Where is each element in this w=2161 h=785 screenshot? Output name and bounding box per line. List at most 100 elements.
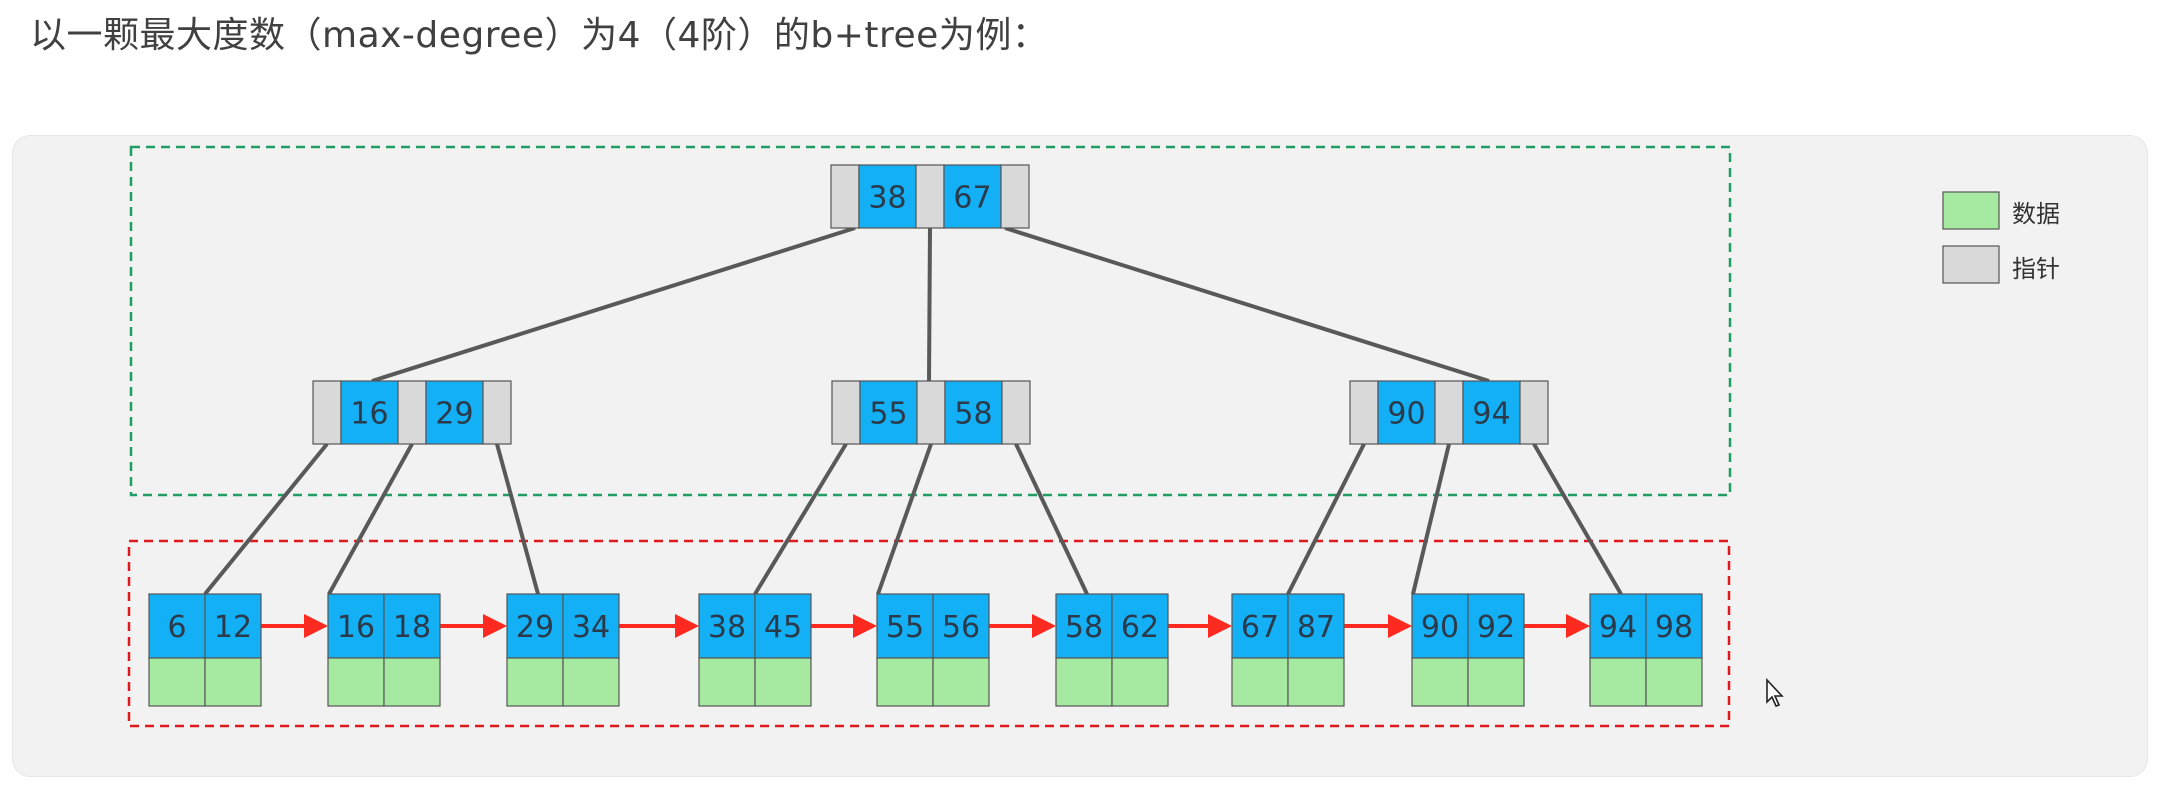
- key-cell: [1111, 593, 1169, 659]
- data-cell: [1287, 657, 1345, 707]
- key-cell: [204, 593, 262, 659]
- key-label: 90: [1421, 610, 1459, 645]
- key-label: 90: [1387, 397, 1425, 432]
- tree-edge: [1411, 443, 1451, 595]
- tree-edge: [753, 442, 848, 596]
- data-cell: [562, 657, 620, 707]
- key-label: 58: [1065, 610, 1103, 645]
- legend-pointer-label: 指针: [2012, 255, 2060, 283]
- key-cell: [858, 164, 917, 229]
- pointer-cell: [312, 380, 342, 445]
- data-cell: [698, 657, 756, 707]
- key-cell: [340, 380, 399, 445]
- pointer-cell: [915, 164, 945, 229]
- key-label: 67: [953, 181, 991, 216]
- key-label: 58: [954, 397, 992, 432]
- tree-edge: [495, 443, 540, 595]
- key-cell: [1287, 593, 1345, 659]
- leaf-node-boundary: [127, 539, 1731, 728]
- root-node: 38 67: [830, 164, 1030, 229]
- key-label: 29: [435, 397, 473, 432]
- pointer-cell: [1349, 380, 1379, 445]
- data-cell: [1055, 657, 1113, 707]
- key-label: 55: [869, 397, 907, 432]
- leaf-node: 90 92: [1411, 593, 1525, 707]
- tree-edge: [203, 442, 329, 596]
- key-cell: [383, 593, 441, 659]
- leaf-node: 94 98: [1589, 593, 1703, 707]
- tree-edge: [327, 443, 414, 595]
- key-label: 18: [393, 610, 431, 645]
- key-label: 92: [1477, 610, 1515, 645]
- tree-edge: [1014, 443, 1089, 595]
- tree-edge: [1286, 443, 1366, 595]
- data-cell: [1467, 657, 1525, 707]
- data-cell: [506, 657, 564, 707]
- leaf-node: 38 45: [698, 593, 812, 707]
- key-label: 45: [764, 610, 802, 645]
- legend-data-swatch: [1942, 191, 2000, 230]
- key-cell: [859, 380, 918, 445]
- key-cell: [1462, 380, 1521, 445]
- key-cell: [754, 593, 812, 659]
- tree-edge: [927, 227, 932, 382]
- non-leaf-node-boundary: [129, 145, 1732, 497]
- key-label: 56: [942, 610, 980, 645]
- pointer-cell: [830, 164, 860, 229]
- data-cell: [1645, 657, 1703, 707]
- pointer-cell: [1519, 380, 1549, 445]
- data-cell: [1411, 657, 1469, 707]
- key-label: 94: [1472, 397, 1510, 432]
- tree-edge: [1004, 226, 1490, 383]
- key-label: 98: [1655, 610, 1693, 645]
- pointer-cell: [831, 380, 861, 445]
- key-label: 38: [708, 610, 746, 645]
- data-cell: [1231, 657, 1289, 707]
- data-cell: [383, 657, 441, 707]
- key-label: 29: [516, 610, 554, 645]
- key-label: 16: [337, 610, 375, 645]
- key-cell: [1467, 593, 1525, 659]
- pointer-cell: [482, 380, 512, 445]
- page-title: 以一颗最大度数（max-degree）为4（4阶）的b+tree为例：: [30, 15, 1049, 56]
- pointer-cell: [1434, 380, 1464, 445]
- tree-edge: [371, 226, 856, 383]
- data-cell: [1589, 657, 1647, 707]
- data-cell: [204, 657, 262, 707]
- key-cell: [1411, 593, 1469, 659]
- key-cell: [1055, 593, 1113, 659]
- legend-data-label: 数据: [2012, 200, 2060, 228]
- key-cell: [944, 380, 1003, 445]
- key-cell: [562, 593, 620, 659]
- key-label: 55: [886, 610, 924, 645]
- data-cell: [754, 657, 812, 707]
- key-cell: [506, 593, 564, 659]
- key-cell: [932, 593, 990, 659]
- data-cell: [327, 657, 385, 707]
- tree-edge: [876, 443, 933, 595]
- pointer-cell: [1000, 164, 1030, 229]
- key-label: 12: [214, 610, 252, 645]
- pointer-cell: [397, 380, 427, 445]
- internal-node: 55 58: [831, 380, 1031, 445]
- key-label: 87: [1297, 610, 1335, 645]
- data-cell: [876, 657, 934, 707]
- legend-pointer-swatch: [1942, 245, 2000, 284]
- key-label: 94: [1599, 610, 1637, 645]
- key-cell: [698, 593, 756, 659]
- mouse-cursor-icon: [1766, 678, 1784, 707]
- key-label: 38: [868, 181, 906, 216]
- pointer-cell: [916, 380, 946, 445]
- internal-node: 90 94: [1349, 380, 1549, 445]
- data-cell: [1111, 657, 1169, 707]
- key-label: 16: [350, 397, 388, 432]
- key-cell: [425, 380, 484, 445]
- key-cell: [876, 593, 934, 659]
- key-label: 6: [167, 610, 186, 645]
- leaf-node: 55 56: [876, 593, 990, 707]
